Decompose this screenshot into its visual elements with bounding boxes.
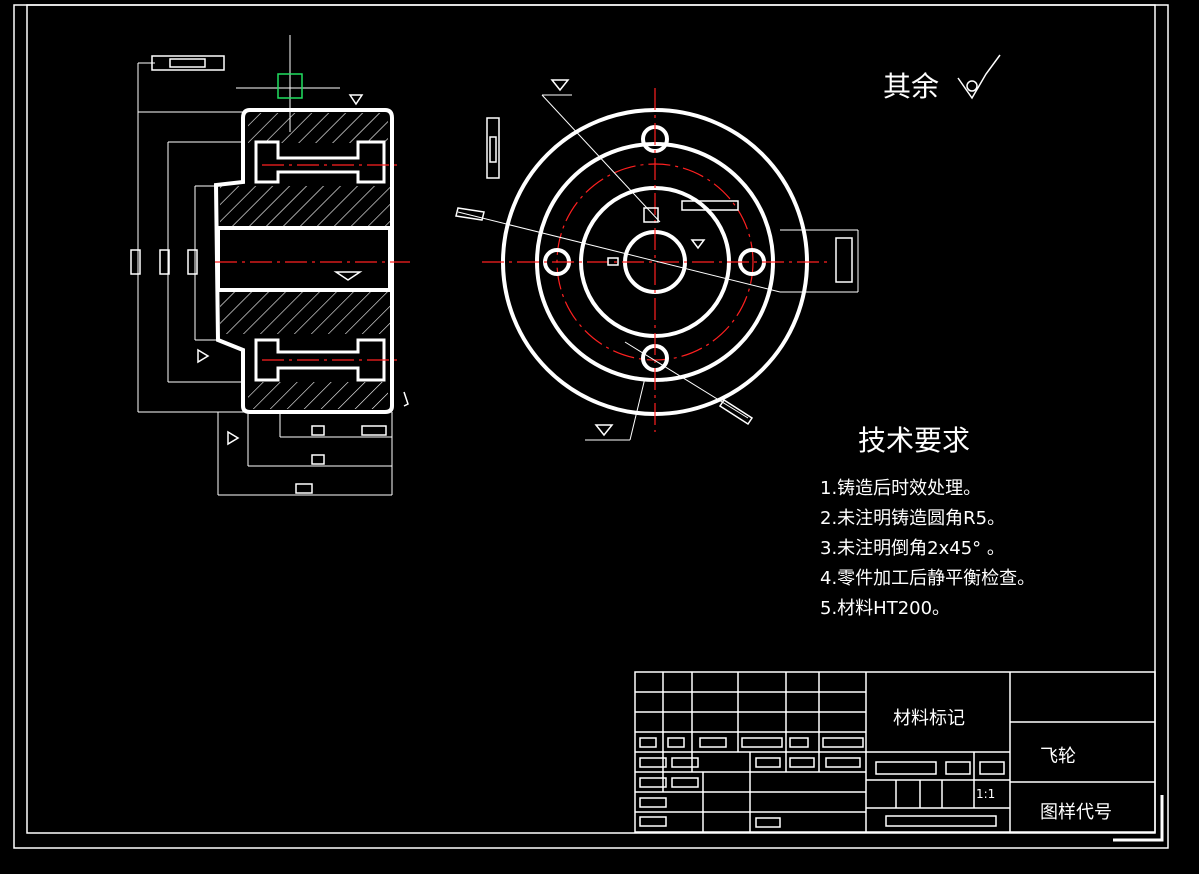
upper-bolt-hole-section — [254, 140, 386, 184]
tech-req-item-3: 3.未注明倒角2x45° 。 — [820, 538, 1005, 559]
surface-finish-note: 其余 — [883, 54, 1001, 103]
part-name: 飞轮 — [1040, 746, 1076, 767]
selection-grip-marker — [277, 73, 303, 99]
scale-value: 1:1 — [976, 787, 995, 801]
hatch-bottom-rim — [248, 382, 388, 409]
shaft-bore — [216, 226, 392, 292]
corner-mark-icon — [1113, 795, 1164, 842]
tech-req-item-1: 1.铸造后时效处理。 — [820, 478, 981, 499]
tech-req-item-2: 2.未注明铸造圆角R5。 — [820, 508, 1005, 529]
drawing-code-label: 图样代号 — [1040, 802, 1112, 823]
side-view — [455, 79, 859, 441]
hatch-upper-hub — [220, 186, 390, 226]
hub-outline — [213, 108, 394, 414]
title-block: 材料标记 飞轮 图样代号 1:1 — [634, 671, 1164, 842]
front-view-dimension-labels — [130, 55, 387, 494]
front-section-view — [130, 35, 410, 496]
sheet-inner-border — [26, 4, 1156, 834]
tech-req-item-5: 5.材料HT200。 — [820, 598, 950, 619]
side-view-leaders — [457, 94, 859, 441]
side-view-dimension-labels — [455, 79, 853, 437]
material-mark-label: 材料标记 — [893, 708, 965, 729]
front-view-dimensions — [137, 35, 393, 496]
tech-req-title: 技术要求 — [858, 424, 970, 457]
surface-note-label: 其余 — [883, 70, 939, 103]
front-view-roughness-symbols — [197, 94, 409, 446]
hatch-lower-hub — [220, 292, 390, 334]
roughness-circle-icon — [966, 80, 978, 92]
sheet-outer-border — [13, 4, 1169, 849]
roughness-symbol-icon — [957, 54, 1001, 100]
tech-req-item-4: 4.零件加工后静平衡检查。 — [820, 568, 1035, 589]
technical-requirements: 技术要求 1.铸造后时效处理。 2.未注明铸造圆角R5。 3.未注明倒角2x45… — [820, 424, 1035, 619]
lower-bolt-hole-section — [254, 338, 386, 382]
hatch-top-rim — [248, 113, 388, 143]
